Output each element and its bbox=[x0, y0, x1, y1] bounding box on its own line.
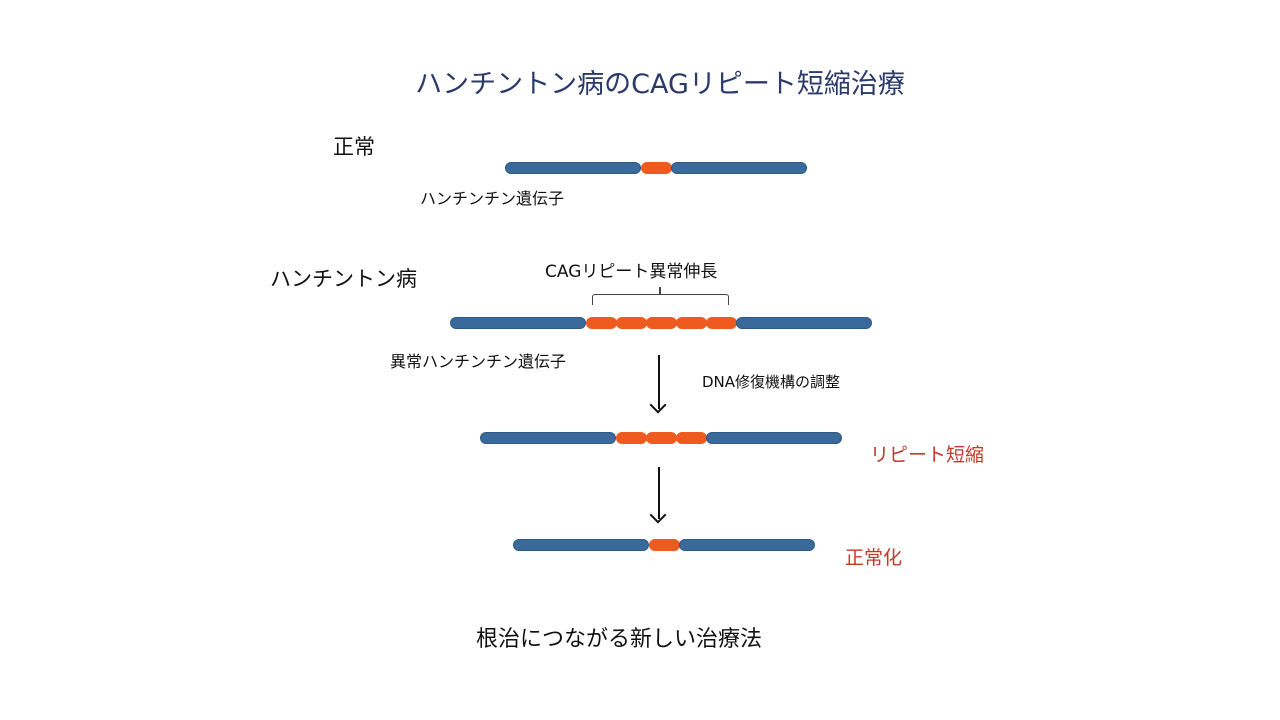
disease-heading: ハンチントン病 bbox=[270, 267, 417, 291]
gene-flank bbox=[679, 539, 815, 551]
cag-repeat bbox=[615, 317, 647, 329]
down-arrow-icon bbox=[658, 355, 660, 409]
cag-repeat bbox=[705, 317, 737, 329]
expansion-bracket bbox=[592, 287, 729, 305]
normalized-gene bbox=[513, 539, 815, 551]
down-arrow-icon bbox=[658, 467, 660, 519]
normal-gene bbox=[505, 162, 807, 174]
dna-repair-label: DNA修復機構の調整 bbox=[702, 373, 841, 391]
shortened-label: リピート短縮 bbox=[870, 444, 985, 466]
shortened-gene bbox=[480, 432, 842, 444]
cag-repeat bbox=[675, 432, 707, 444]
gene-flank bbox=[706, 432, 842, 444]
expansion-label: CAGリピート異常伸長 bbox=[545, 262, 718, 282]
cag-repeat bbox=[675, 317, 707, 329]
cag-repeat bbox=[640, 162, 672, 174]
disease-gene-label: 異常ハンチンチン遺伝子 bbox=[390, 352, 567, 371]
gene-flank bbox=[450, 317, 586, 329]
gene-flank bbox=[736, 317, 872, 329]
cag-repeat bbox=[645, 317, 677, 329]
gene-flank bbox=[513, 539, 649, 551]
gene-flank bbox=[505, 162, 641, 174]
slide-title: ハンチントン病のCAGリピート短縮治療 bbox=[415, 69, 905, 100]
disease-gene bbox=[450, 317, 872, 329]
gene-flank bbox=[671, 162, 807, 174]
cag-repeat bbox=[645, 432, 677, 444]
normal-heading: 正常 bbox=[333, 135, 375, 159]
normal-gene-label: ハンチンチン遺伝子 bbox=[420, 189, 565, 208]
cag-repeat bbox=[585, 317, 617, 329]
cag-repeat bbox=[648, 539, 680, 551]
gene-flank bbox=[480, 432, 616, 444]
conclusion-text: 根治につながる新しい治療法 bbox=[476, 627, 763, 652]
normalized-label: 正常化 bbox=[845, 547, 903, 569]
cag-repeat bbox=[615, 432, 647, 444]
